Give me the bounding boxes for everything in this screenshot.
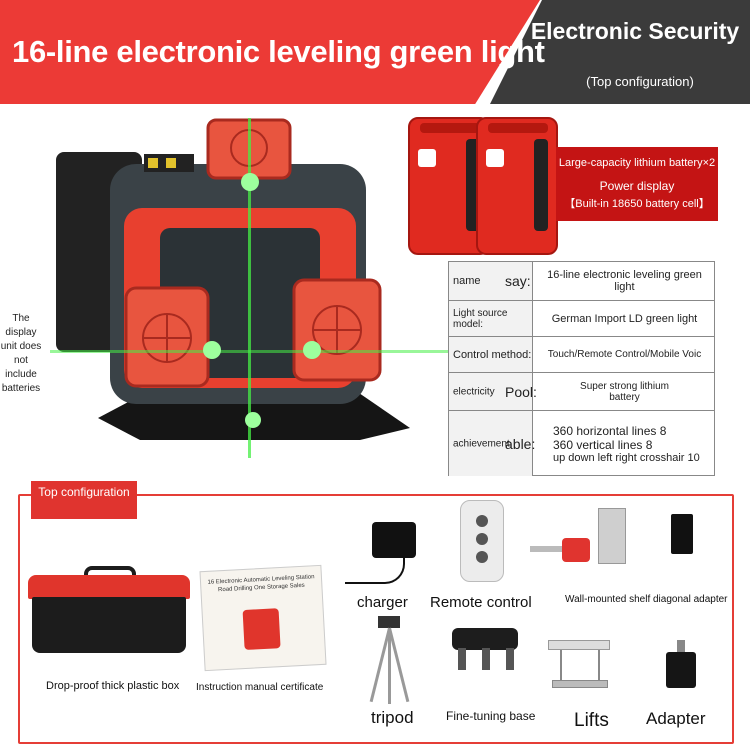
spec-key: achievement: [453, 438, 510, 449]
manual-image: 16 Electronic Automatic Leveling Station…: [199, 564, 327, 672]
lift-base: [552, 680, 608, 688]
spec-value: 16-line electronic leveling green light: [547, 269, 702, 293]
adapter-label: Adapter: [646, 709, 706, 728]
battery-label-line1: Large-capacity lithium battery×2: [558, 157, 716, 169]
toolbox-lid: [28, 575, 190, 599]
lift-image: [548, 640, 610, 650]
spec-value: Super strong lithium battery: [580, 380, 669, 403]
charger-image: [372, 522, 416, 558]
spec-key: electricity: [453, 386, 495, 397]
fine-base-foot: [506, 648, 514, 670]
battery-label: Large-capacity lithium battery×2 Power d…: [556, 147, 718, 221]
toolbox-label: Drop-proof thick plastic box: [46, 680, 180, 692]
spec-row: Light source model: German Import LD gre…: [449, 301, 714, 337]
remote-image: [460, 500, 504, 582]
security-subtitle: (Top configuration): [586, 74, 694, 89]
toolbox-handle: [84, 566, 136, 580]
battery-pack-2: [476, 117, 558, 255]
configuration-tag: Top configuration: [31, 481, 137, 519]
spec-value: German Import LD green light: [551, 312, 698, 325]
wall-mount-label: Wall-mounted shelf diagonal adapter: [565, 594, 728, 605]
security-title: Electronic Security: [530, 18, 740, 44]
tripod-image: [378, 616, 400, 628]
spec-key: Light source model:: [453, 307, 508, 330]
spec-table: name say: 16-line electronic leveling gre…: [448, 261, 715, 476]
wall-mount-image: [562, 538, 590, 562]
spec-value-line: 360 horizontal lines 8: [553, 423, 667, 438]
charger-cable: [345, 556, 405, 584]
battery-note: The display unit does not include batter…: [0, 313, 42, 394]
spec-key: Control method:: [453, 348, 532, 361]
charger-label: charger: [357, 594, 408, 611]
lift-scissor: [560, 650, 600, 680]
product-title: 16-line electronic leveling green light: [12, 34, 545, 69]
spec-value-line: up down left right crosshair 10: [553, 451, 700, 464]
spec-value-line: 360 vertical lines 8: [553, 437, 653, 452]
spec-key-suffix: Pool:: [505, 383, 537, 400]
wall-mount-plate: [598, 508, 626, 564]
spec-row: Control method: Touch/Remote Control/Mob…: [449, 337, 714, 373]
fine-base-image: [452, 628, 518, 650]
remote-label: Remote control: [430, 594, 532, 611]
configuration-frame: [18, 494, 734, 744]
spec-value: Touch/Remote Control/Mobile Voic: [547, 349, 702, 360]
tripod-leg: [388, 628, 391, 704]
adapter-body-image: [666, 652, 696, 688]
fine-base-label: Fine-tuning base: [446, 709, 536, 723]
adapter-pin: [677, 640, 685, 654]
fine-base-foot: [482, 648, 490, 670]
spec-key-suffix: able:: [505, 435, 536, 452]
manual-label: Instruction manual certificate: [196, 682, 324, 693]
laser-level-image: [50, 118, 450, 458]
fine-base-foot: [458, 648, 466, 670]
spec-value: 360 horizontal lines 8 360 vertical line…: [535, 411, 714, 476]
adapter-image: [671, 514, 693, 554]
wall-mount-rod: [530, 546, 564, 552]
title-banner: [0, 0, 540, 104]
toolbox-image: [32, 597, 186, 653]
battery-label-line2: Power display: [599, 179, 675, 193]
lifts-label: Lifts: [574, 710, 609, 731]
spec-row: name say: 16-line electronic leveling gre…: [449, 262, 714, 301]
spec-row: electricity Pool: Super strong lithium ba…: [449, 373, 714, 411]
battery-label-line3: 【Built-in 18650 battery cell】: [564, 198, 710, 210]
spec-key-suffix: say:: [505, 273, 531, 289]
spec-key: name: [453, 275, 481, 287]
tripod-label: tripod: [371, 708, 414, 727]
